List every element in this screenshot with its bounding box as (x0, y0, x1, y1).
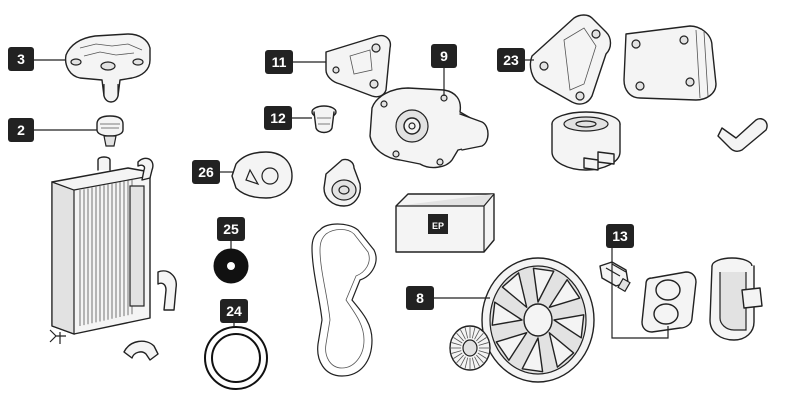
svg-text:9: 9 (440, 48, 448, 64)
coupling-fin (451, 350, 462, 354)
tensioner-pulley (323, 158, 361, 207)
callout-26[interactable]: 26 (192, 160, 220, 184)
fan-blades (491, 267, 585, 373)
upper-hose (137, 157, 154, 181)
lower-hose-right (157, 270, 177, 311)
coupling-fin (476, 332, 484, 342)
svg-text:25: 25 (223, 221, 239, 237)
callout-2[interactable]: 2 (8, 118, 34, 142)
callout-12[interactable]: 12 (264, 106, 292, 130)
radiator-fins (79, 179, 133, 326)
callout-9[interactable]: 9 (431, 44, 457, 68)
part-26-gasket (231, 151, 293, 199)
coolant-outlet-elbow (709, 257, 763, 341)
radiator (51, 156, 151, 335)
coupling-fin (453, 337, 463, 344)
coupling-fin (474, 356, 480, 367)
oil-filter-housing (551, 111, 621, 171)
coupling-fin (453, 352, 463, 359)
viscous-coupling (449, 325, 491, 371)
part-24-o-ring (204, 326, 268, 390)
callout-13[interactable]: 13 (606, 224, 634, 248)
sensor-gasket (641, 271, 697, 333)
kit-box-logo: EP (432, 221, 444, 231)
svg-text:11: 11 (272, 54, 287, 70)
drive-belt (311, 223, 377, 377)
fan-blade (548, 332, 575, 368)
callout-24[interactable]: 24 (220, 299, 248, 323)
coupling-fin (464, 327, 469, 339)
part-2-radiator-cap (96, 115, 124, 147)
coupling-fin (477, 352, 487, 359)
callout-8[interactable]: 8 (406, 286, 434, 310)
svg-text:12: 12 (270, 110, 286, 126)
coupling-fin (460, 356, 466, 367)
svg-text:26: 26 (198, 164, 214, 180)
drain-tap (49, 329, 66, 344)
coupling-fin (474, 329, 480, 340)
part-13-temperature-sensor (599, 261, 631, 293)
part-12-thermostat (311, 105, 337, 134)
callout-25[interactable]: 25 (217, 217, 245, 241)
coupling-fin (451, 342, 462, 346)
fan-blade (501, 272, 528, 308)
part-23-oil-cooler-gasket (529, 14, 612, 105)
coupling-fins (451, 327, 489, 369)
svg-text:8: 8 (416, 290, 424, 306)
callout-11[interactable]: 11 (265, 50, 293, 74)
kit-box: EP (395, 193, 495, 253)
fan-blade (553, 314, 585, 339)
lower-hose-bottom (123, 340, 159, 361)
coupling-fin (456, 332, 464, 342)
svg-text:13: 13 (612, 228, 628, 244)
coupling-fin (478, 342, 489, 346)
svg-text:23: 23 (503, 52, 519, 68)
coupling-fin (471, 327, 476, 339)
svg-text:24: 24 (226, 303, 242, 319)
leader-13 (611, 248, 669, 339)
oil-cooler-plate (623, 25, 717, 101)
hose-elbow (717, 118, 768, 153)
svg-text:3: 3 (17, 51, 25, 67)
coupling-fin (476, 354, 484, 364)
part-8-cooling-fan (481, 257, 595, 383)
part-3-thermostat-housing-cover (64, 33, 151, 103)
callout-3[interactable]: 3 (8, 47, 34, 71)
fan-blade (491, 301, 523, 326)
fan-blade (548, 279, 581, 308)
fan-blade (495, 332, 528, 361)
coupling-fin (460, 329, 466, 340)
part-25-seal-washer (213, 248, 249, 284)
callout-23[interactable]: 23 (497, 48, 525, 72)
coupling-fin (456, 354, 464, 364)
fan-blade (521, 337, 544, 373)
svg-text:2: 2 (17, 122, 25, 138)
part-11-gasket-plate (325, 34, 392, 98)
part-9-water-pump (369, 87, 489, 169)
coupling-fin (477, 337, 487, 344)
fan-blade (532, 267, 555, 303)
coupling-fin (478, 350, 489, 354)
coupling-fin (464, 357, 469, 369)
coupling-fin (471, 357, 476, 369)
